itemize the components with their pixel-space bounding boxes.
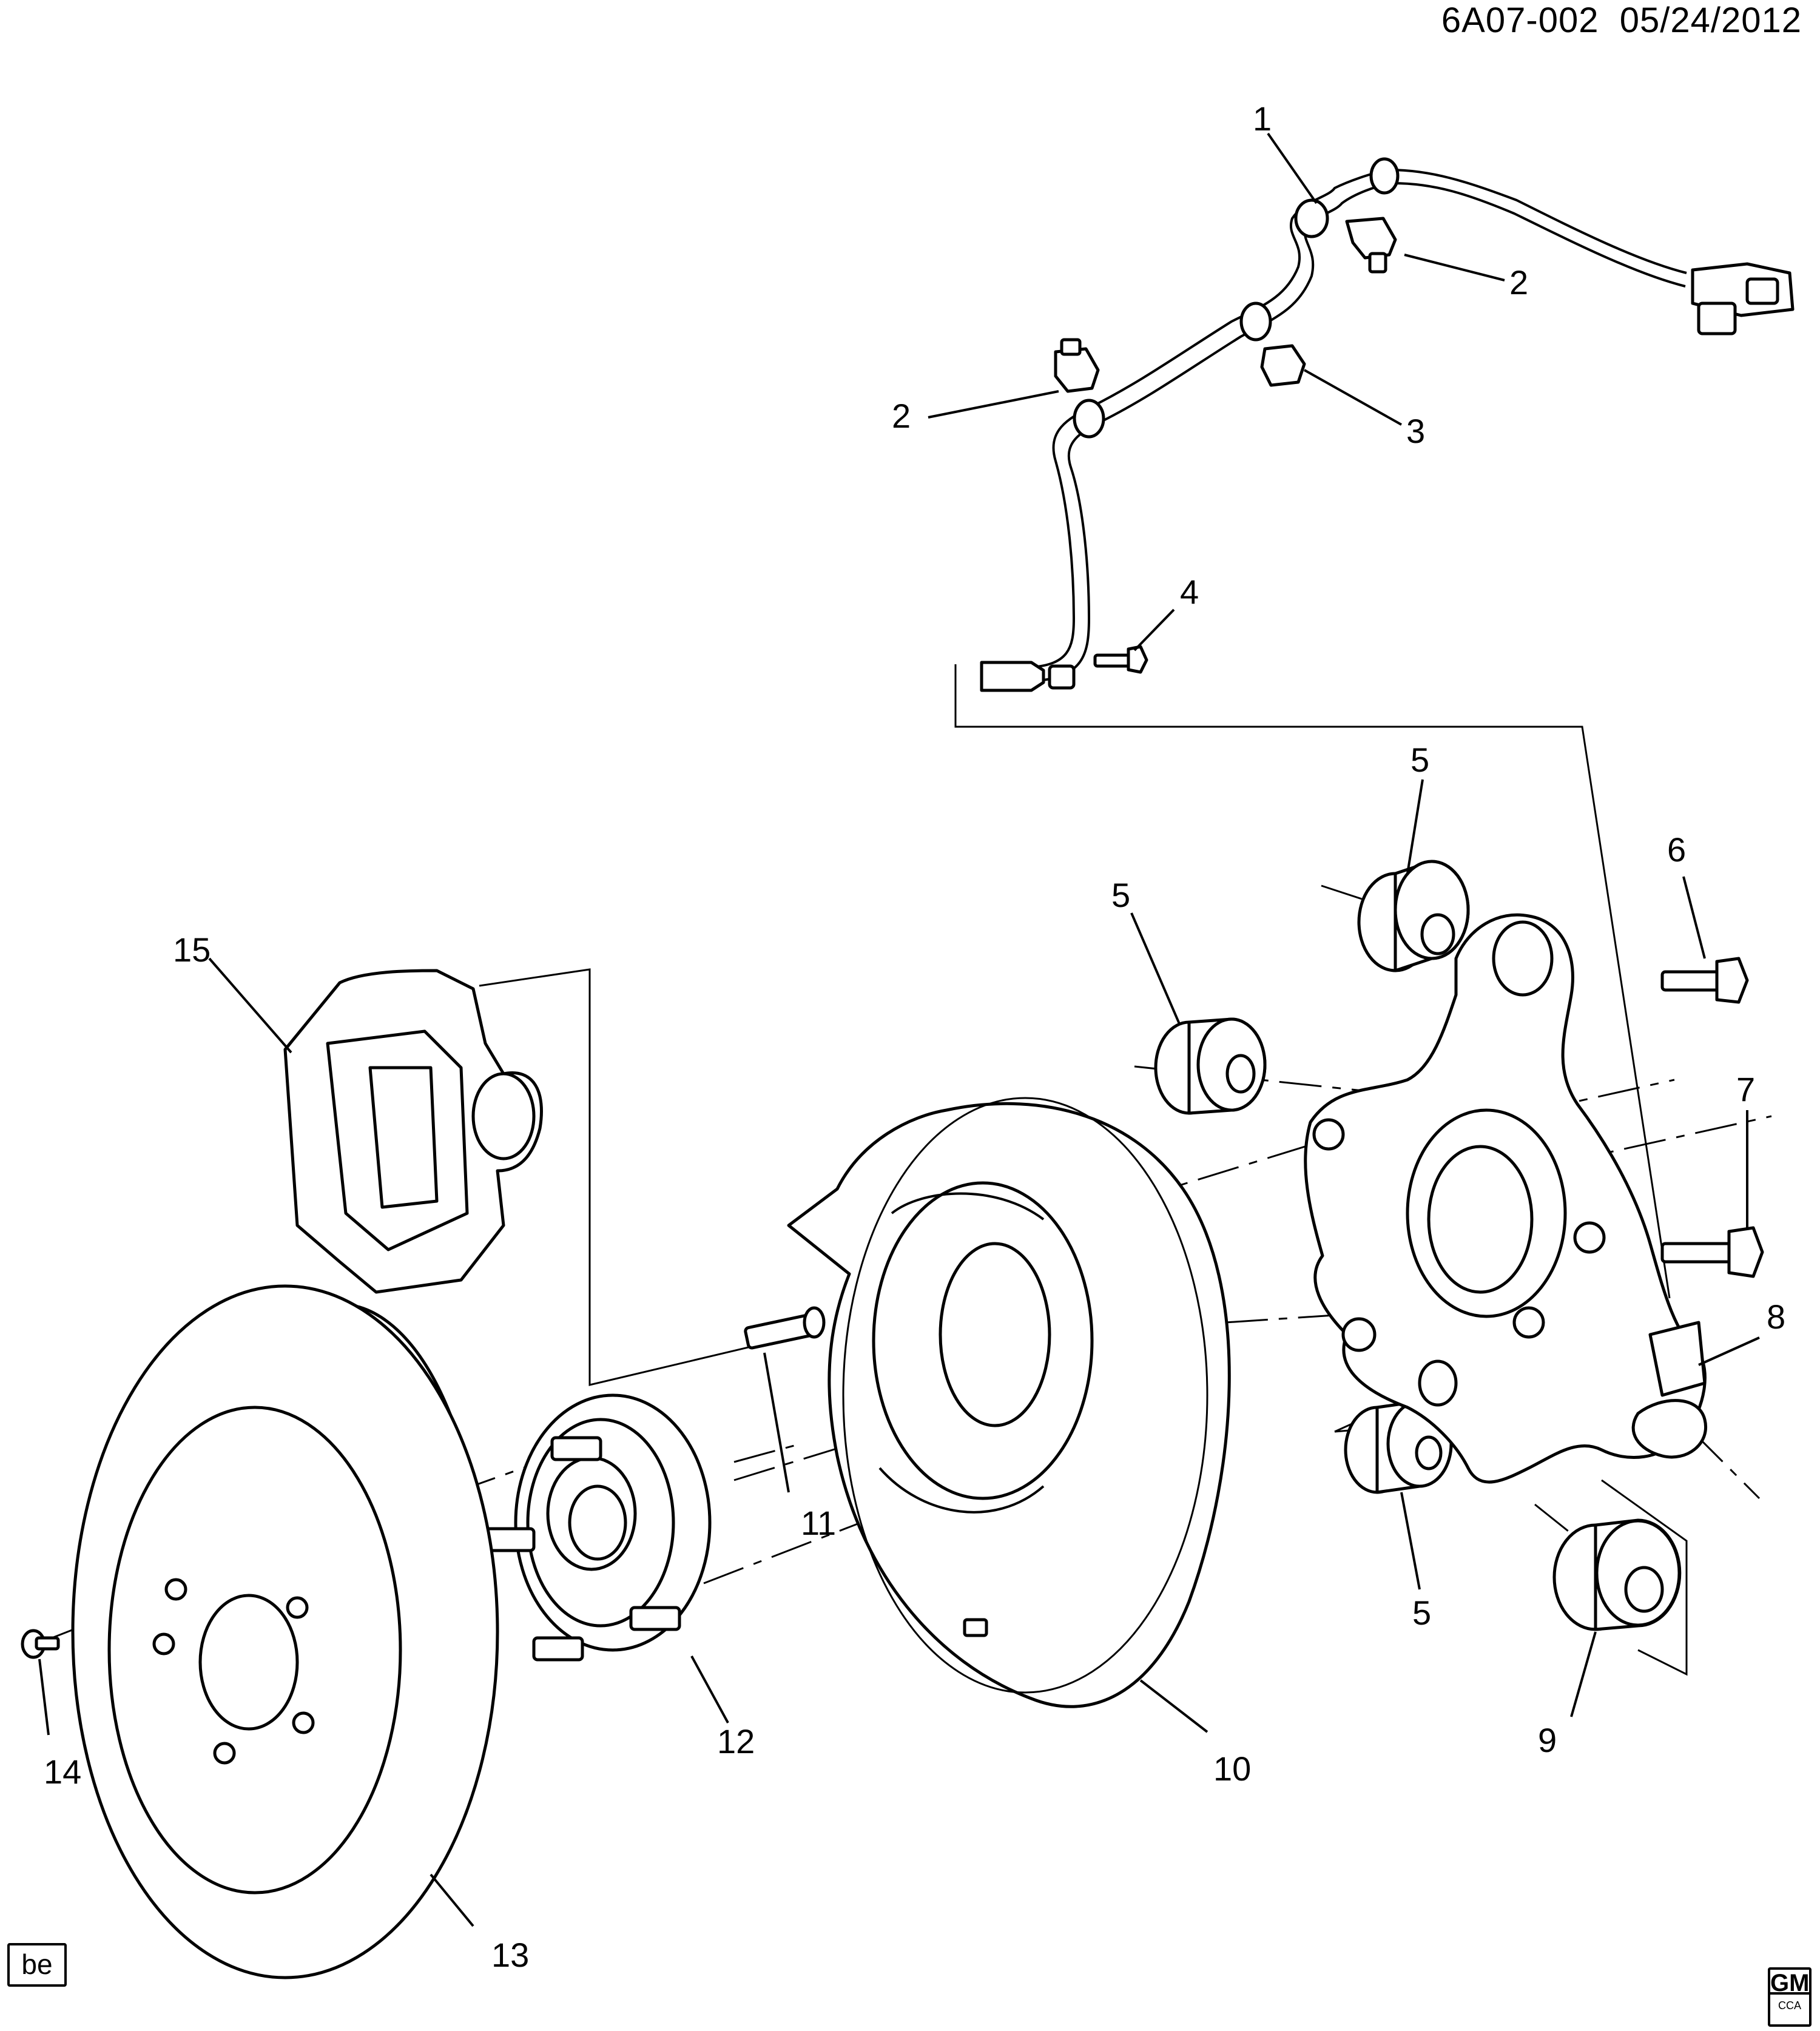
rotor-screw <box>21 1629 60 1659</box>
callout-14: 14 <box>44 1753 81 1791</box>
harness-clip-upper <box>1345 217 1397 274</box>
caliper-alignment-line <box>479 968 777 1386</box>
callout-3: 3 <box>1406 412 1425 450</box>
diagram-reference: 6A07-002 05/24/2012 <box>1441 0 1802 41</box>
bolt-lower <box>1660 1226 1764 1278</box>
harness-retainer <box>1260 344 1306 387</box>
diagram-code: 6A07-002 <box>1441 1 1599 40</box>
callout-2-upper: 2 <box>1509 263 1528 301</box>
grommet-upper <box>1294 198 1329 238</box>
wheel-speed-sensor <box>980 661 1045 692</box>
callout-2-lower: 2 <box>892 397 911 435</box>
callout-4: 4 <box>1180 573 1199 611</box>
callout-11: 11 <box>801 1504 836 1542</box>
sensor-routing-line <box>954 664 1671 1299</box>
callout-5-lower: 5 <box>1412 1594 1431 1632</box>
callout-15: 15 <box>173 931 211 969</box>
steering-knuckle <box>1304 913 1707 1484</box>
callout-labels: 1 2 2 3 4 5 5 5 6 7 8 9 10 11 12 13 14 1… <box>44 99 1785 1974</box>
hub-bearing <box>484 1393 712 1662</box>
brake-caliper <box>283 969 543 1294</box>
grommet-lower <box>1073 399 1105 439</box>
knuckle-stop <box>1648 1321 1707 1397</box>
wheel-stud <box>744 1306 826 1350</box>
backing-plate <box>787 1097 1231 1708</box>
callout-8: 8 <box>1767 1298 1785 1336</box>
callout-13: 13 <box>491 1936 529 1974</box>
callout-7: 7 <box>1736 1070 1755 1108</box>
bushing-upper <box>1357 860 1470 972</box>
grommet-top <box>1369 157 1400 195</box>
callout-5-middle: 5 <box>1111 876 1130 914</box>
callout-5-upper: 5 <box>1410 741 1429 779</box>
gm-logo-text: GM <box>1770 1970 1810 1996</box>
callout-6: 6 <box>1667 830 1686 869</box>
catalog-badge: be <box>7 1943 67 1987</box>
grommet-middle <box>1239 301 1272 342</box>
diagram-date: 05/24/2012 <box>1619 1 1802 40</box>
sensor-bolt <box>1093 645 1148 674</box>
brake-rotor <box>71 1284 499 1979</box>
harness-clip-lower <box>1054 338 1100 393</box>
lower-bushing <box>1552 1518 1682 1631</box>
gm-logo: GM CCA <box>1768 1967 1812 2027</box>
callout-12: 12 <box>717 1722 755 1760</box>
leader-lines <box>38 132 1760 1927</box>
callout-10: 10 <box>1213 1750 1251 1788</box>
callout-9: 9 <box>1538 1721 1557 1759</box>
gm-logo-subtext: CCA <box>1778 1999 1801 2012</box>
wheel-speed-sensor-harness <box>980 157 1795 692</box>
bolt-upper <box>1660 957 1749 1004</box>
bushing-middle <box>1154 1017 1267 1115</box>
callout-1: 1 <box>1253 99 1272 138</box>
